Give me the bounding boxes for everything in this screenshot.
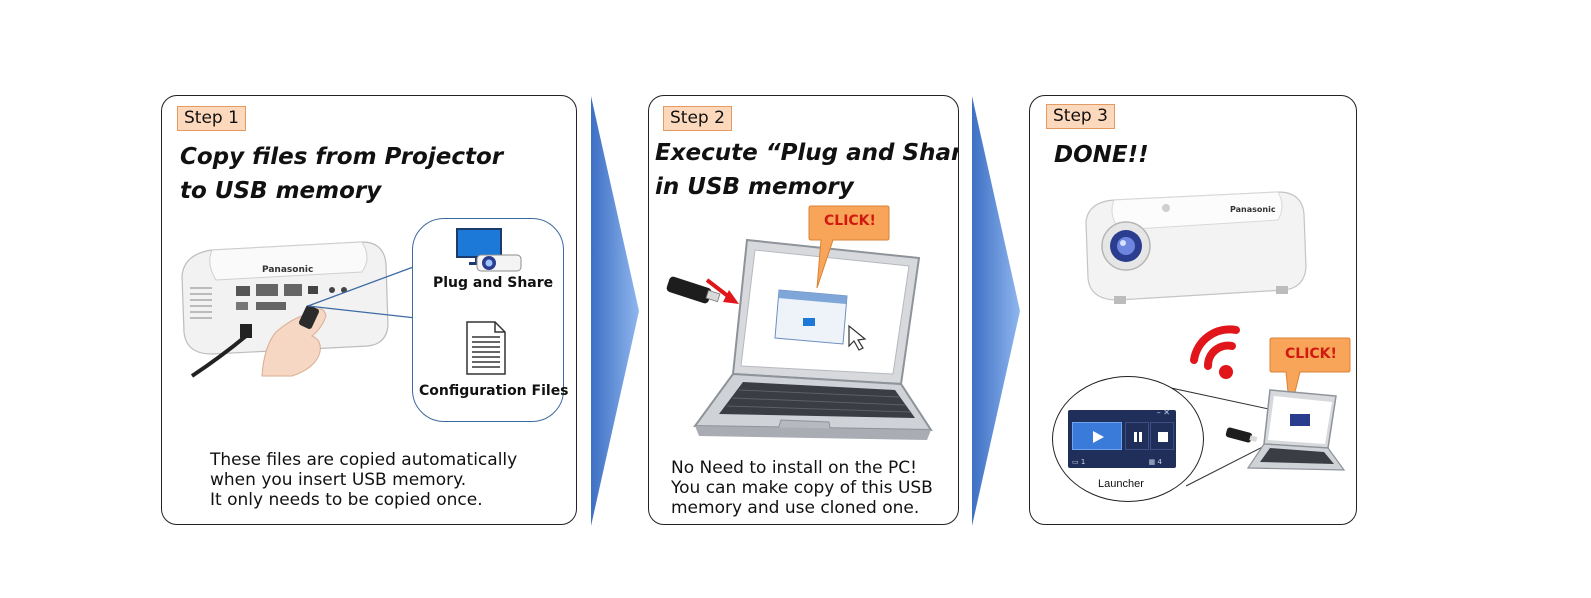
launcher-play-button[interactable]: [1072, 422, 1122, 450]
launcher-window-controls[interactable]: – ✕: [1156, 408, 1170, 417]
step-1-title: Copy files from Projector to USB memory: [180, 140, 503, 208]
step-3-click-label: CLICK!: [1285, 346, 1337, 362]
step-3-title: DONE!!: [1054, 138, 1149, 172]
step-2-panel: Step 2 Execute “Plug and Share” in USB m…: [648, 95, 959, 525]
projector-illustration: Panasonic: [1085, 191, 1307, 304]
launcher-pause-button[interactable]: [1125, 422, 1149, 450]
projector-with-usb-illustration: Panasonic: [181, 241, 389, 378]
launcher-count-left-value: 1: [1080, 458, 1086, 466]
step-2-title: Execute “Plug and Share” in USB memory: [655, 136, 959, 204]
launcher-stop-button[interactable]: [1150, 422, 1174, 450]
projector-brand: Panasonic: [1230, 205, 1276, 214]
step-2-badge: Step 2: [663, 106, 732, 131]
pause-icon: [1134, 432, 1142, 442]
usb-contents-bubble: Plug and Share Configuration Files: [412, 218, 569, 422]
configuration-files-label: Configuration Files: [419, 383, 569, 399]
chevron-right-icon: [591, 96, 639, 526]
step-1-description: These files are copied automatically whe…: [210, 450, 517, 510]
plug-and-share-icon: [456, 228, 522, 272]
play-icon: [1093, 431, 1104, 443]
launcher-count-left: ▭ 1: [1072, 458, 1085, 466]
step-1-title-line-2: to USB memory: [180, 178, 382, 204]
wifi-icon: [1190, 325, 1240, 379]
step-1-panel: Step 1 Copy files from Projector to USB …: [161, 95, 577, 525]
step-2-desc-line-3: memory and use cloned one.: [671, 498, 920, 518]
step-1-title-line-1: Copy files from Projector: [180, 144, 504, 170]
step-1-desc-line-1: These files are copied automatically: [210, 450, 518, 470]
step-1-desc-line-2: when you insert USB memory.: [210, 470, 467, 490]
chevron-right-icon: [972, 96, 1020, 526]
bubble-pointer: [307, 265, 417, 319]
launcher-count-right-value: 4: [1157, 458, 1162, 466]
launcher-label: Launcher: [1098, 478, 1144, 490]
stop-icon: [1158, 432, 1168, 442]
plug-and-share-label: Plug and Share: [433, 275, 554, 291]
step-2-desc-line-1: No Need to install on the PC!: [671, 458, 917, 478]
configuration-file-icon: [466, 321, 506, 375]
click-callout: [808, 205, 890, 289]
laptop-illustration: [666, 238, 933, 440]
step-1-badge: Step 1: [177, 106, 246, 131]
step-2-desc-line-2: You can make copy of this USB: [671, 478, 933, 498]
step-1-desc-line-3: It only needs to be copied once.: [210, 490, 483, 510]
step-3-title-line-1: DONE!!: [1054, 142, 1149, 168]
step-3-badge: Step 3: [1046, 104, 1115, 129]
step-2-click-label: CLICK!: [824, 213, 876, 229]
grid-icon: ▦: [1148, 458, 1156, 466]
screen-icon: ▭: [1072, 458, 1079, 466]
launcher-window[interactable]: – ✕ ▭ 1 ▦ 4: [1068, 408, 1176, 468]
small-laptop-illustration: [1225, 389, 1346, 471]
step-2-title-line-2: in USB memory: [655, 174, 854, 200]
step-2-description: No Need to install on the PC! You can ma…: [671, 458, 933, 518]
step-2-title-line-1: Execute “Plug and Share”: [655, 140, 959, 166]
launcher-count-right: ▦ 4: [1149, 458, 1162, 466]
projector-brand: Panasonic: [262, 265, 313, 275]
step-3-panel: Step 3 DONE!! Panasonic CLICK!: [1029, 95, 1357, 525]
